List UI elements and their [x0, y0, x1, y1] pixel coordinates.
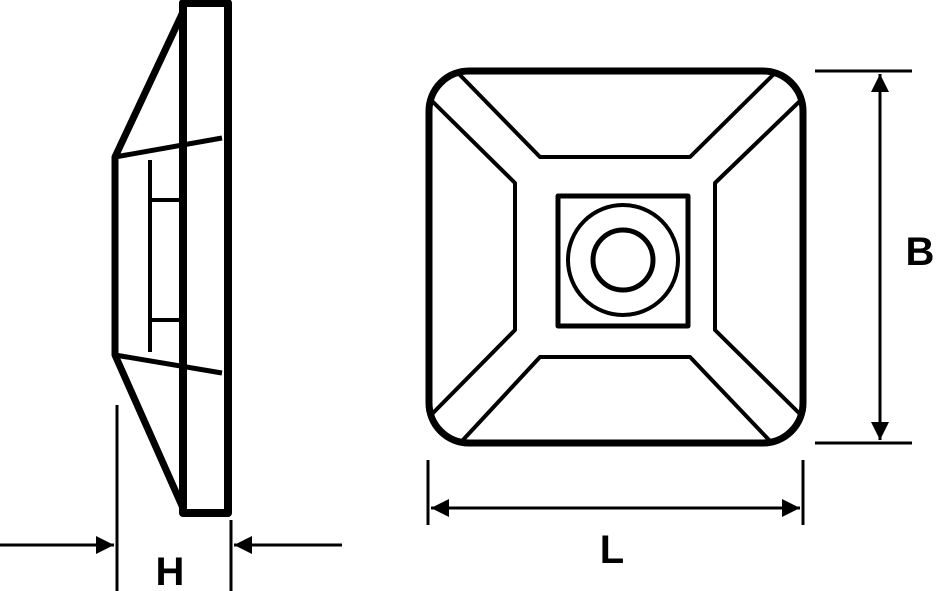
- length-label: L: [600, 528, 624, 572]
- side-view: [111, 0, 232, 517]
- breadth-dimension: [815, 69, 912, 445]
- length-dimension: [426, 460, 805, 525]
- height-dimension: [0, 405, 342, 591]
- front-view: [425, 67, 807, 447]
- breadth-label: B: [906, 230, 935, 274]
- height-label: H: [156, 550, 185, 591]
